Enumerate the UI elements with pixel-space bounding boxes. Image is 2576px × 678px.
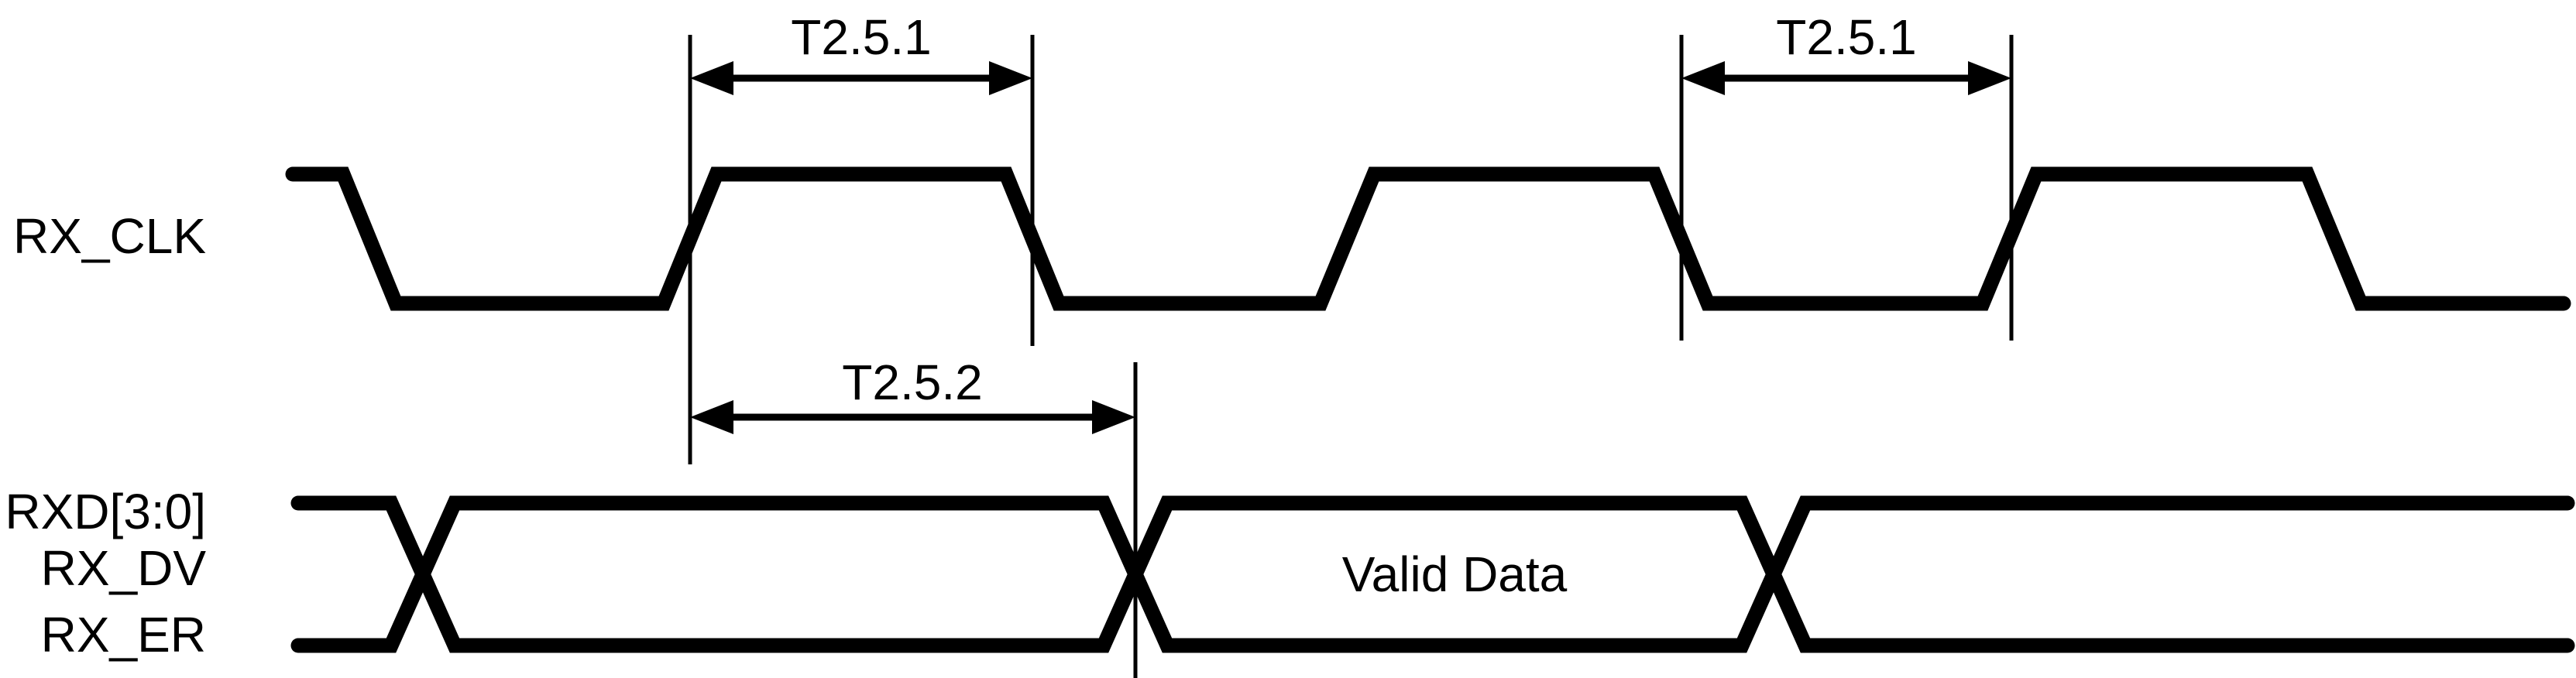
dimension-label-t251-low: T2.5.1 <box>1776 9 1916 65</box>
dimension-label-t251-high: T2.5.1 <box>791 9 931 65</box>
data-bus-signal: RXD[3:0] RX_DV RX_ER Valid Data <box>5 484 2575 663</box>
bus-label-rxd: RXD[3:0] <box>5 484 206 539</box>
dimension-t252: T2.5.2 <box>690 354 1138 678</box>
arrowhead-left-icon <box>690 400 733 434</box>
bus-label-rx-dv: RX_DV <box>41 540 207 596</box>
arrowhead-left-icon <box>1681 61 1725 95</box>
valid-data-label: Valid Data <box>1342 546 1568 602</box>
arrowhead-right-icon <box>989 61 1032 95</box>
dimension-label-t252: T2.5.2 <box>842 354 982 410</box>
dimension-t251-low: T2.5.1 <box>1679 9 2014 341</box>
arrowhead-right-icon <box>1968 61 2011 95</box>
dimension-t251-high: T2.5.1 <box>688 9 1035 464</box>
rx-clk-waveform-path <box>285 166 2571 311</box>
arrowhead-left-icon <box>690 61 733 95</box>
rx-clk-label: RX_CLK <box>13 208 206 264</box>
rx-clk-signal: RX_CLK <box>13 166 2571 311</box>
bus-label-rx-er: RX_ER <box>41 607 206 663</box>
arrowhead-right-icon <box>1092 400 1135 434</box>
